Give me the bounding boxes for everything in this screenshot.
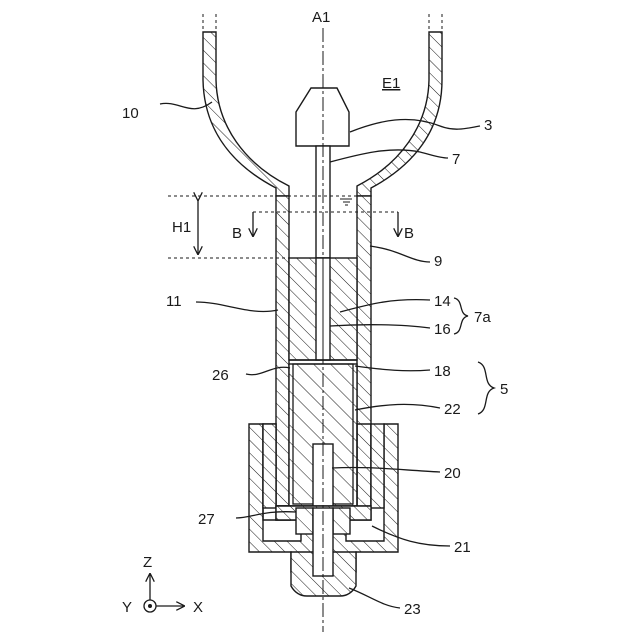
label-part22: 22 — [444, 401, 461, 418]
label-bulb: 10 — [122, 105, 139, 122]
label-part14: 14 — [434, 293, 451, 310]
label-group7a: 7a — [474, 309, 491, 326]
label-height: H1 — [172, 219, 191, 236]
label-region: E1 — [382, 75, 400, 92]
label-section-left: B — [232, 225, 242, 242]
axis-z-label: Z — [143, 554, 152, 571]
label-top-part: 9 — [434, 253, 442, 270]
label-tip: 3 — [484, 117, 492, 134]
coordinate-axes — [144, 574, 184, 612]
axis-x-label: X — [193, 599, 203, 616]
label-rod: 7 — [452, 151, 460, 168]
label-part16: 16 — [434, 321, 451, 338]
label-tube: 11 — [166, 293, 182, 310]
label-part27: 27 — [198, 511, 215, 528]
label-section-right: B — [404, 225, 414, 242]
label-part26: 26 — [212, 367, 229, 384]
label-part18: 18 — [434, 363, 451, 380]
label-axis: A1 — [312, 9, 330, 26]
label-part20: 20 — [444, 465, 461, 482]
label-part23: 23 — [404, 601, 421, 618]
label-group5: 5 — [500, 381, 508, 398]
label-part21: 21 — [454, 539, 471, 556]
axis-y-label: Y — [122, 599, 132, 616]
